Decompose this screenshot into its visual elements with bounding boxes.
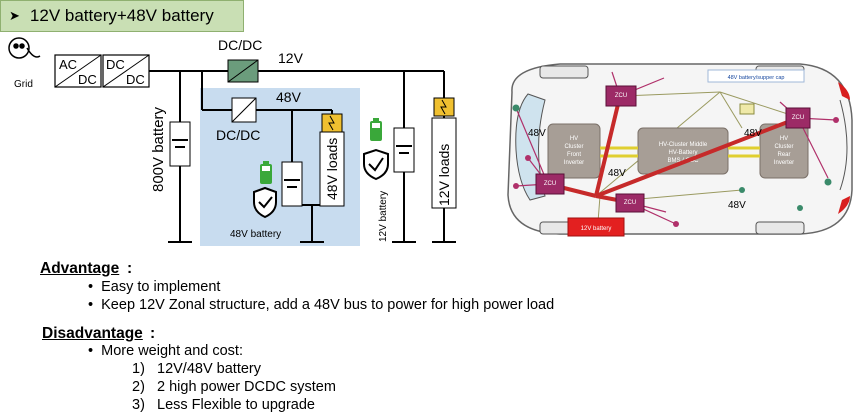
battery-48v-label: 48V battery <box>230 229 281 240</box>
svg-text:Inverter: Inverter <box>564 160 584 166</box>
battery-800v <box>169 121 191 167</box>
svg-text:HV-Battery: HV-Battery <box>668 150 697 156</box>
svg-text:12V battery: 12V battery <box>581 226 612 232</box>
svg-text:Inverter: Inverter <box>774 160 794 166</box>
battery-800v-label: 800V battery <box>150 106 167 192</box>
disadvantage-intro: • More weight and cost: <box>88 343 243 359</box>
disadvantage-item: 1) 12V/48V battery <box>132 361 261 377</box>
rear-light-top <box>838 82 850 100</box>
power-circuit-diagram: Grid AC DC DC DC DC/DC 12V <box>8 37 457 246</box>
battery-48v-supercap: 48V battery/supper cap <box>707 69 805 83</box>
mark-48v-rear: 48V <box>744 128 762 139</box>
acdc-ac-label: AC <box>59 57 77 72</box>
battery-charge-icon <box>260 161 272 184</box>
svg-text:HV: HV <box>780 136 788 142</box>
dcdc-converter-block: DC DC <box>102 54 150 88</box>
svg-text:Cluster: Cluster <box>564 144 583 150</box>
advantage-heading: Advantage <box>40 260 120 277</box>
dcdc-top-label: DC/DC <box>218 37 262 53</box>
sensor-dots <box>512 104 832 211</box>
battery-12v-label: 12V battery <box>378 191 389 242</box>
loads-12v-label: 12V loads <box>436 144 452 206</box>
mark-48v-front: 48V <box>528 128 546 139</box>
advantage-colon: : <box>127 260 133 277</box>
advantage-item: • Easy to implement <box>88 279 221 295</box>
wheel-front-left <box>539 65 589 79</box>
svg-text:HV: HV <box>570 136 578 142</box>
loads-48v <box>319 113 345 207</box>
shield-check-icon-12v <box>363 148 389 181</box>
battery-12v-vehicle: 12V battery <box>567 217 625 237</box>
svg-text:Rear: Rear <box>777 152 790 158</box>
mark-48v-center: 48V <box>608 168 626 179</box>
hv-cluster-front: HV Cluster Front Inverter <box>547 123 601 179</box>
acdc-converter: AC DC <box>54 54 102 88</box>
rear-light-bottom <box>838 196 850 214</box>
harness-endpoints <box>513 117 839 227</box>
svg-text:ZCU: ZCU <box>544 181 556 187</box>
acdc-dc-label: DC <box>78 72 97 87</box>
wheel-rear-right <box>755 221 805 235</box>
svg-text:Cluster: Cluster <box>774 144 793 150</box>
svg-text:ZCU: ZCU <box>624 200 636 206</box>
disadvantage-colon: : <box>150 325 156 342</box>
disadvantage-item: 2) 2 high power DCDC system <box>132 379 336 395</box>
hv-links <box>600 146 760 158</box>
bus-48v-label: 48V <box>276 89 302 105</box>
advantage-item: • Keep 12V Zonal structure, add a 48V bu… <box>88 297 555 313</box>
mark-48v-bottom: 48V <box>728 200 746 211</box>
battery-charge-icon-12v <box>370 118 382 141</box>
zcu-center: ZCU <box>615 193 645 213</box>
disadvantage-heading: Disadvantage <box>42 325 143 342</box>
zcu-front-right: ZCU <box>535 173 565 195</box>
dcdc-block-dc1: DC <box>106 57 125 72</box>
loads-12v <box>431 97 457 209</box>
battery-48v <box>281 161 303 207</box>
bullet-arrow-icon: ➤ <box>9 8 20 23</box>
vehicle-architecture-diagram: HV Cluster Front Inverter HV-Cluster Mid… <box>507 63 853 237</box>
slide-title-box: ➤ 12V battery+48V battery <box>0 0 244 32</box>
bus-12v-label: 12V <box>278 50 304 66</box>
zcu-rear: ZCU <box>785 107 811 129</box>
disadvantage-item: 3) Less Flexible to upgrade <box>132 397 315 413</box>
svg-text:ZCU: ZCU <box>615 93 627 99</box>
loads-48v-label: 48V loads <box>324 138 340 200</box>
svg-text:48V battery/supper cap: 48V battery/supper cap <box>728 75 785 81</box>
dcdc-block-dc2: DC <box>126 72 145 87</box>
shield-check-icon <box>253 186 277 219</box>
slide-title: 12V battery+48V battery <box>29 6 214 25</box>
grid-plug-icon <box>8 37 41 59</box>
connector-block <box>739 103 755 115</box>
zcu-front-left: ZCU <box>605 85 637 107</box>
hv-cluster-rear: HV Cluster Rear Inverter <box>759 123 809 179</box>
battery-12v <box>393 127 415 173</box>
svg-text:Front: Front <box>567 152 581 158</box>
svg-text:HV-Cluster Middle: HV-Cluster Middle <box>659 142 708 148</box>
grid-label: Grid <box>14 79 33 90</box>
dcdc-800v-48v <box>231 97 257 123</box>
dcdc-inner-label: DC/DC <box>216 127 260 143</box>
svg-text:ZCU: ZCU <box>792 115 804 121</box>
dcdc-800v-12v <box>227 59 259 83</box>
